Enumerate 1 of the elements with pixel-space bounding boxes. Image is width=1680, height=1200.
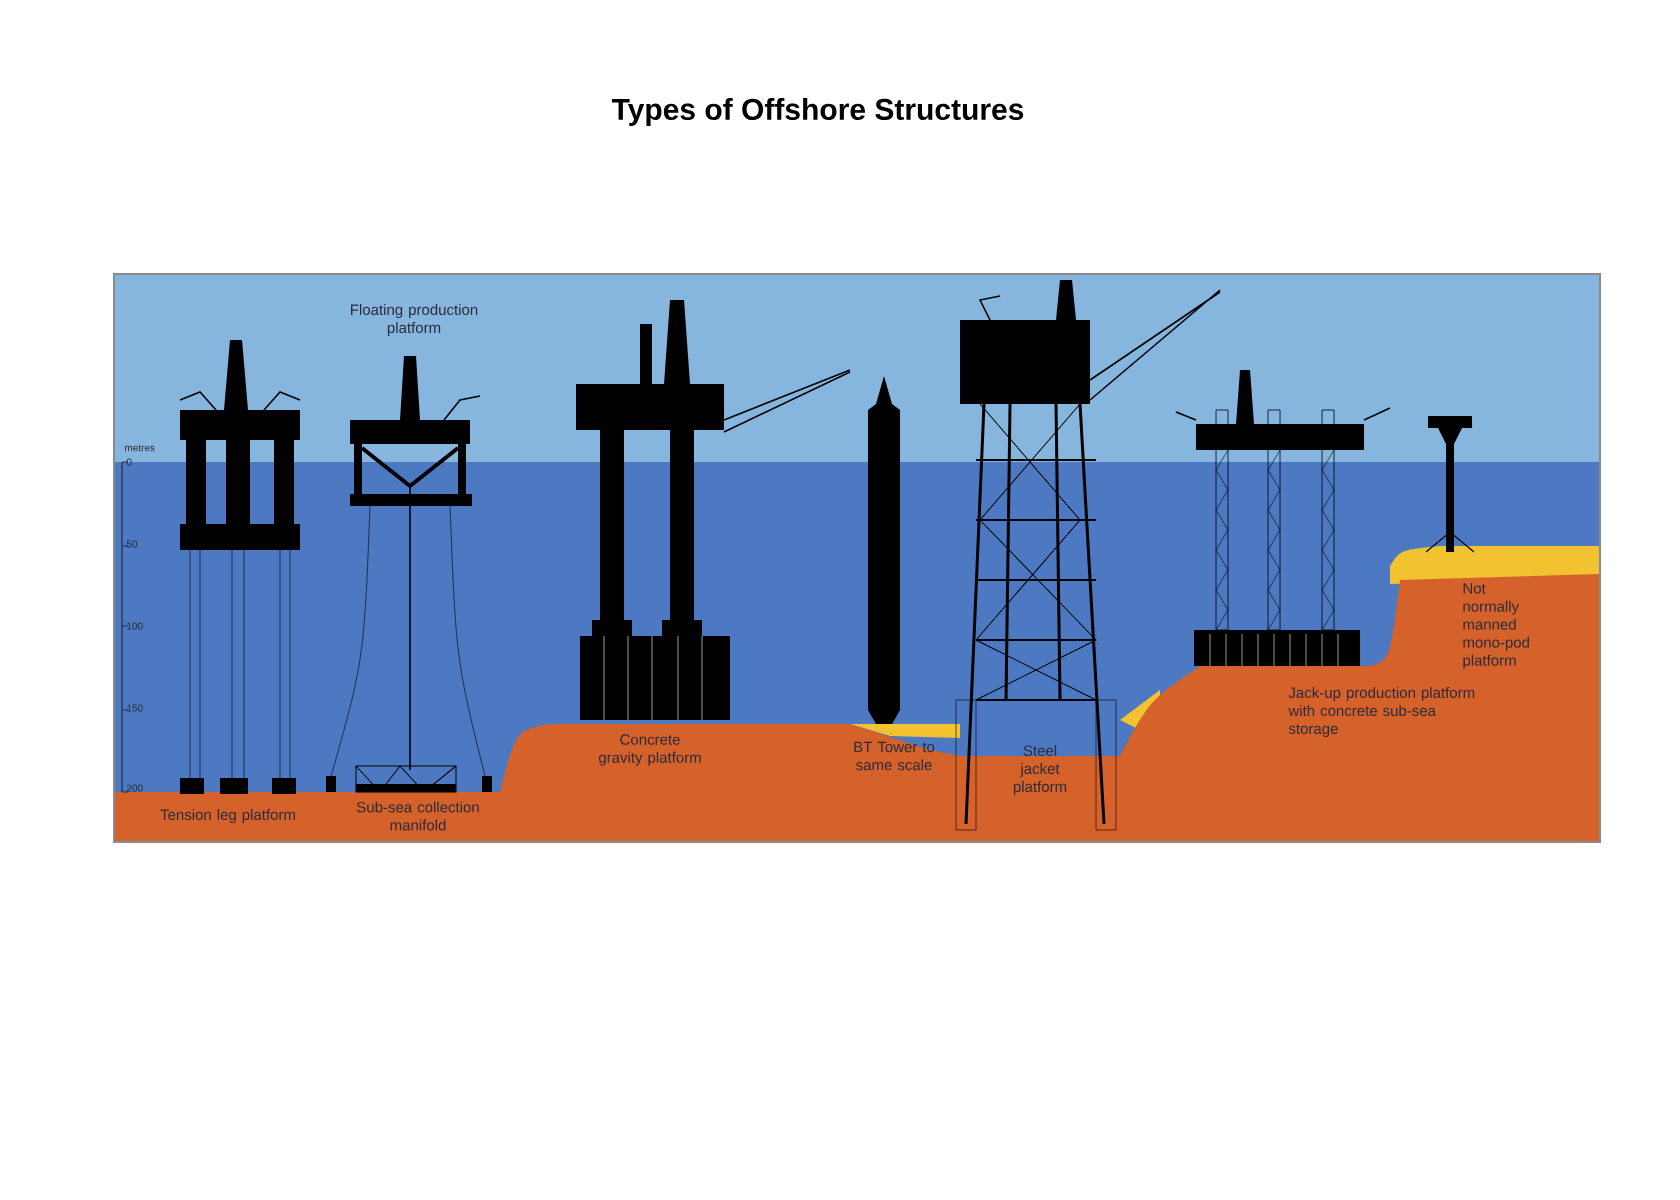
title: Types of Offshore Structures [611, 98, 1024, 126]
